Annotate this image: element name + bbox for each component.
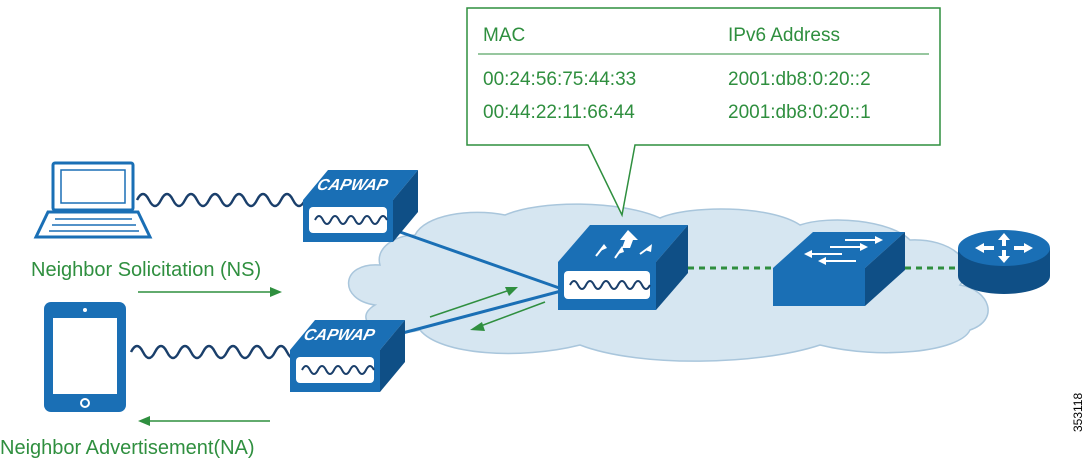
router-icon (958, 230, 1050, 294)
wireless-link-bottom (129, 344, 313, 360)
wireless-link-top (135, 192, 307, 208)
access-point-top-icon (303, 170, 418, 242)
wireless-controller-icon (558, 225, 688, 310)
advertisement-arrow (138, 416, 270, 426)
neighbor-advertisement-label: Neighbor Advertisement(NA) (0, 437, 255, 459)
access-point-top-label: CAPWAP (315, 176, 390, 194)
laptop-icon (33, 161, 153, 239)
ns-forward-arrow (429, 287, 518, 318)
solicitation-arrow (138, 287, 282, 297)
tablet-icon (44, 302, 126, 412)
access-point-bottom-label: CAPWAP (302, 326, 377, 344)
ipv6-column-header: IPv6 Address (728, 25, 840, 46)
na-return-arrow (470, 301, 546, 331)
link-ap-bottom-to-wlc (394, 288, 566, 337)
neighbor-solicitation-label: Neighbor Solicitation (NS) (31, 259, 262, 281)
switch-icon (773, 232, 905, 306)
access-point-bottom-icon (290, 320, 405, 392)
link-ap-top-to-wlc (399, 230, 566, 292)
mac-column-header: MAC (483, 25, 526, 46)
figure-id: 353118 (1071, 392, 1085, 432)
mac-table-row-1-ipv6: 2001:db8:0:20::2 (728, 69, 871, 90)
mac-table-row-2-mac: 00:44:22:11:66:44 (483, 102, 635, 123)
mac-table-row-2-ipv6: 2001:db8:0:20::1 (728, 102, 871, 123)
mac-table-row-1-mac: 00:24:56:75:44:33 (483, 69, 637, 90)
mac-table-callout (466, 7, 941, 218)
